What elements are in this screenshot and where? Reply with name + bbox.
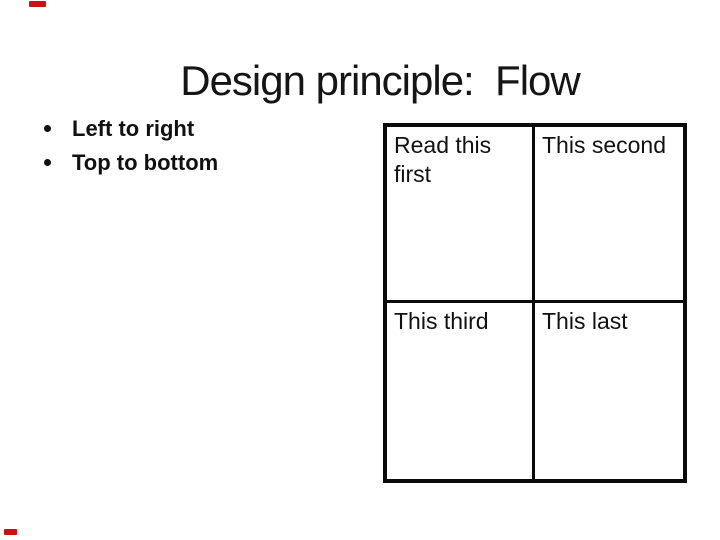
red-edge-artifact-top-left [29, 1, 46, 7]
table-cell-read-this-first: Read this first [387, 127, 535, 303]
bullet-list: • Left to right • Top to bottom [40, 116, 340, 184]
bullet-item-top-to-bottom: • Top to bottom [40, 150, 340, 176]
bullet-dot-icon: • [44, 159, 51, 166]
table-cell-this-second: This second [535, 127, 683, 303]
bullet-label: Left to right [72, 116, 195, 141]
slide-title: Design principle: Flow [180, 57, 581, 105]
bullet-item-left-to-right: • Left to right [40, 116, 340, 142]
table-cell-this-third: This third [387, 303, 535, 479]
bullet-label: Top to bottom [72, 150, 219, 175]
bullet-dot-icon: • [44, 125, 51, 132]
red-edge-artifact-bottom-left [4, 529, 17, 535]
table-cell-this-last: This last [542, 308, 628, 334]
reading-order-table: Read this first This second This third T… [383, 123, 687, 483]
